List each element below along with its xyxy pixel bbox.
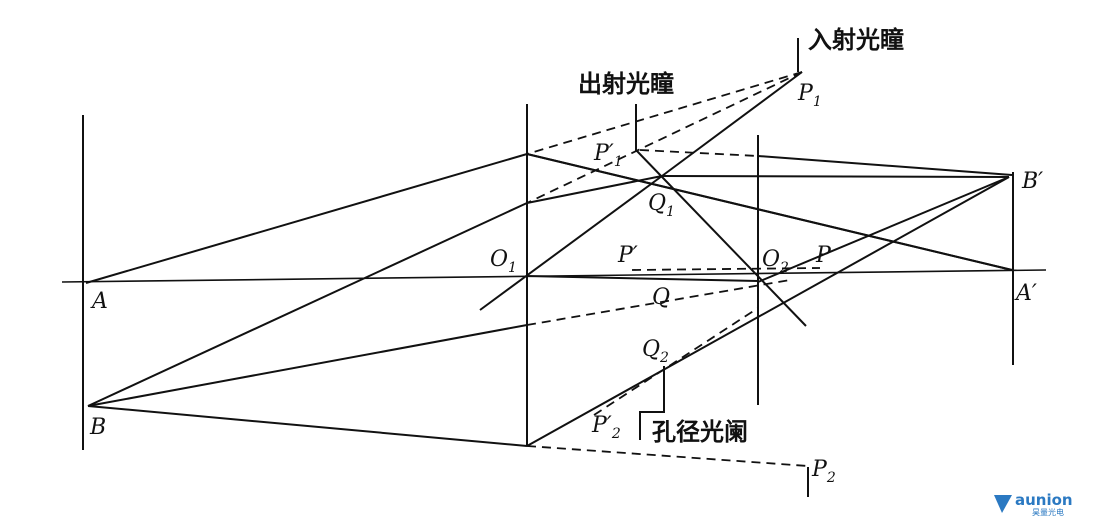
ray-B-lens1-bottom: [87, 405, 528, 447]
label-Q: Q: [652, 285, 670, 310]
ray-lens1-bottom-Bprime: [526, 176, 1010, 447]
dash-lens1-P2: [526, 445, 809, 467]
logo-brand-sub: 昊量光电: [1032, 507, 1064, 517]
ray-lens1-top-Aprime-cross: [635, 149, 807, 327]
logo-mark-icon: [994, 495, 1012, 513]
dash-P1prime-lens2: [639, 149, 759, 157]
label-P2: P2: [811, 457, 836, 486]
label-Q2: Q2: [642, 337, 669, 366]
ray-O1-O2: [526, 275, 759, 282]
dash-Pprime-P: [631, 267, 821, 271]
label-A-prime: A′: [1014, 281, 1037, 306]
caption-exit-pupil: 出射光瞳: [578, 70, 674, 98]
label-B-prime: B′: [1021, 169, 1043, 194]
ray-Q1-Bprime: [661, 175, 1010, 178]
ray-B-lens1-low: [87, 324, 528, 407]
ray-B-lens1-mid: [87, 202, 528, 407]
logo-brand: aunion: [1015, 491, 1073, 509]
dash-P1-lens1-top: [526, 71, 803, 155]
ray-lens1-mid-Aprime: [526, 153, 1013, 271]
label-P1: P1: [797, 81, 822, 110]
ray-lens1-mid-Q1: [526, 175, 663, 204]
label-O1: O1: [490, 247, 517, 276]
ray-P1-Q1: [661, 71, 803, 177]
aperture-stop-marker: [639, 366, 665, 440]
label-P2-prime: P′2: [591, 413, 621, 442]
caption-aperture-stop: 孔径光阑: [652, 418, 748, 446]
dash-P2prime-lens2: [593, 307, 759, 416]
label-P: P: [815, 243, 832, 268]
label-O2: O2: [762, 247, 789, 276]
label-P-prime: P′: [617, 243, 638, 268]
ray-Bprime-P: [757, 176, 1010, 283]
ray-lens2-Aprime: [757, 155, 1013, 176]
label-A: A: [90, 289, 108, 314]
aunion-logo: aunion 昊量光电: [994, 491, 1073, 517]
label-P1-prime: P′1: [593, 141, 623, 170]
dash-P1-lens1-mid: [526, 71, 803, 204]
ray-Q1-lower-left: [479, 175, 663, 311]
label-Q1: Q1: [648, 191, 675, 220]
label-B: B: [89, 415, 106, 440]
caption-entrance-pupil: 入射光瞳: [808, 26, 904, 54]
ray-A-lens1-top: [85, 153, 528, 284]
